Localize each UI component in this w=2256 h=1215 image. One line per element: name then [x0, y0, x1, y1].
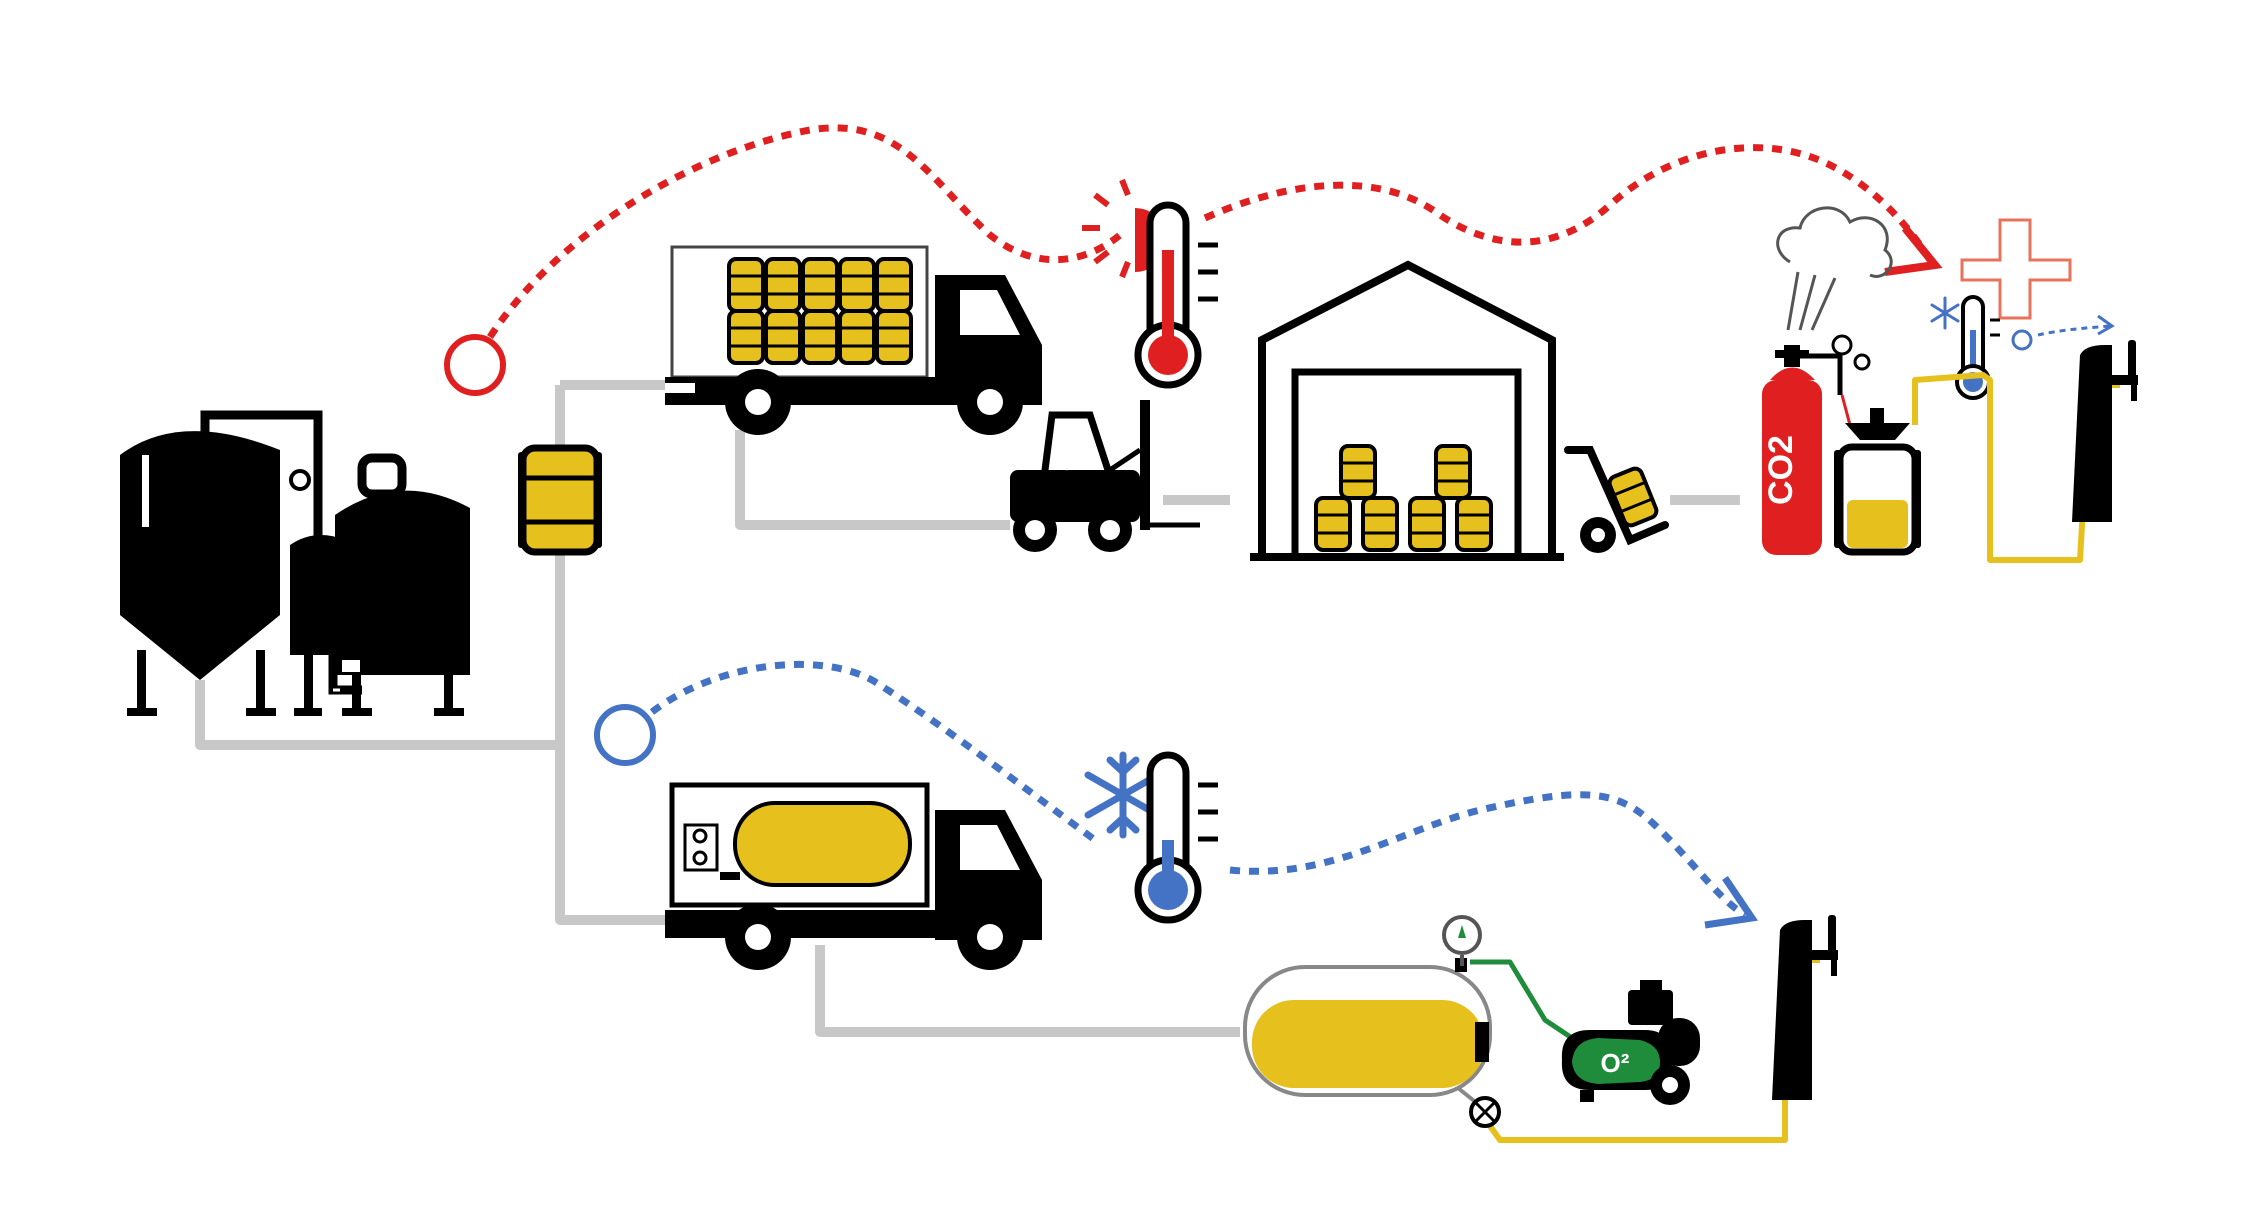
thermometer-hot-icon — [1134, 201, 1218, 389]
forklift-icon — [1010, 400, 1200, 552]
hot-route-start-icon — [444, 334, 506, 396]
regulator-gauge-icon — [1831, 334, 1853, 356]
hot-route-line-1 — [487, 124, 1123, 339]
brewery-tanks-icon — [120, 410, 470, 716]
keg-truck-icon — [665, 245, 1042, 435]
dispense-cold-arrow-icon — [2097, 314, 2115, 336]
small-snowflake-icon — [1930, 296, 1960, 330]
air-compressor-icon: O² — [1561, 980, 1700, 1105]
thermometer-cold-icon — [1134, 751, 1218, 924]
grey-pipe-network — [195, 380, 1740, 1037]
o2-label: O² — [1601, 1048, 1630, 1078]
snowflake-icon — [1084, 751, 1162, 839]
beer-tank-icon — [1243, 958, 1492, 1097]
hot-route-arrow-icon — [1884, 225, 1943, 276]
pipe-brewery-junction — [195, 680, 555, 750]
cold-route-line-1 — [649, 660, 1098, 843]
keg-dispense-icon — [1834, 408, 1921, 556]
warehouse-kegs — [1314, 444, 1493, 552]
hot-route-line-2 — [1203, 144, 1933, 262]
keg-icon — [518, 444, 602, 556]
beer-tap-bottom-icon — [1772, 915, 1838, 1100]
warehouse-icon — [1250, 260, 1564, 561]
co2-cylinder-icon: CO2 — [1762, 334, 1871, 555]
hand-truck-icon — [1564, 446, 1669, 553]
pipe-tanker-tank — [815, 945, 1240, 1037]
dispense-cold-line — [2037, 324, 2111, 337]
cold-route-line-2 — [1229, 791, 1747, 919]
tanker-truck-icon — [665, 782, 1042, 970]
cold-route — [594, 314, 2115, 929]
cold-route-arrow-icon — [1704, 876, 1759, 929]
pipe-trunk — [555, 385, 665, 925]
cold-route-start-icon — [594, 704, 656, 766]
truck-cargo-kegs — [727, 257, 913, 365]
co2-label: CO2 — [1762, 435, 1800, 505]
hot-route — [444, 124, 1943, 396]
pipe-truck-forklift — [735, 430, 1010, 530]
beer-tap-icon — [2072, 340, 2138, 522]
cross-icon — [1960, 218, 2072, 320]
cloud-icon — [1776, 206, 1893, 331]
oxygen-line — [1470, 959, 1577, 1043]
dispense-cold-start-icon — [2011, 329, 2033, 351]
pressure-gauge-icon — [1442, 915, 1482, 966]
valve-icon — [1456, 1086, 1501, 1128]
